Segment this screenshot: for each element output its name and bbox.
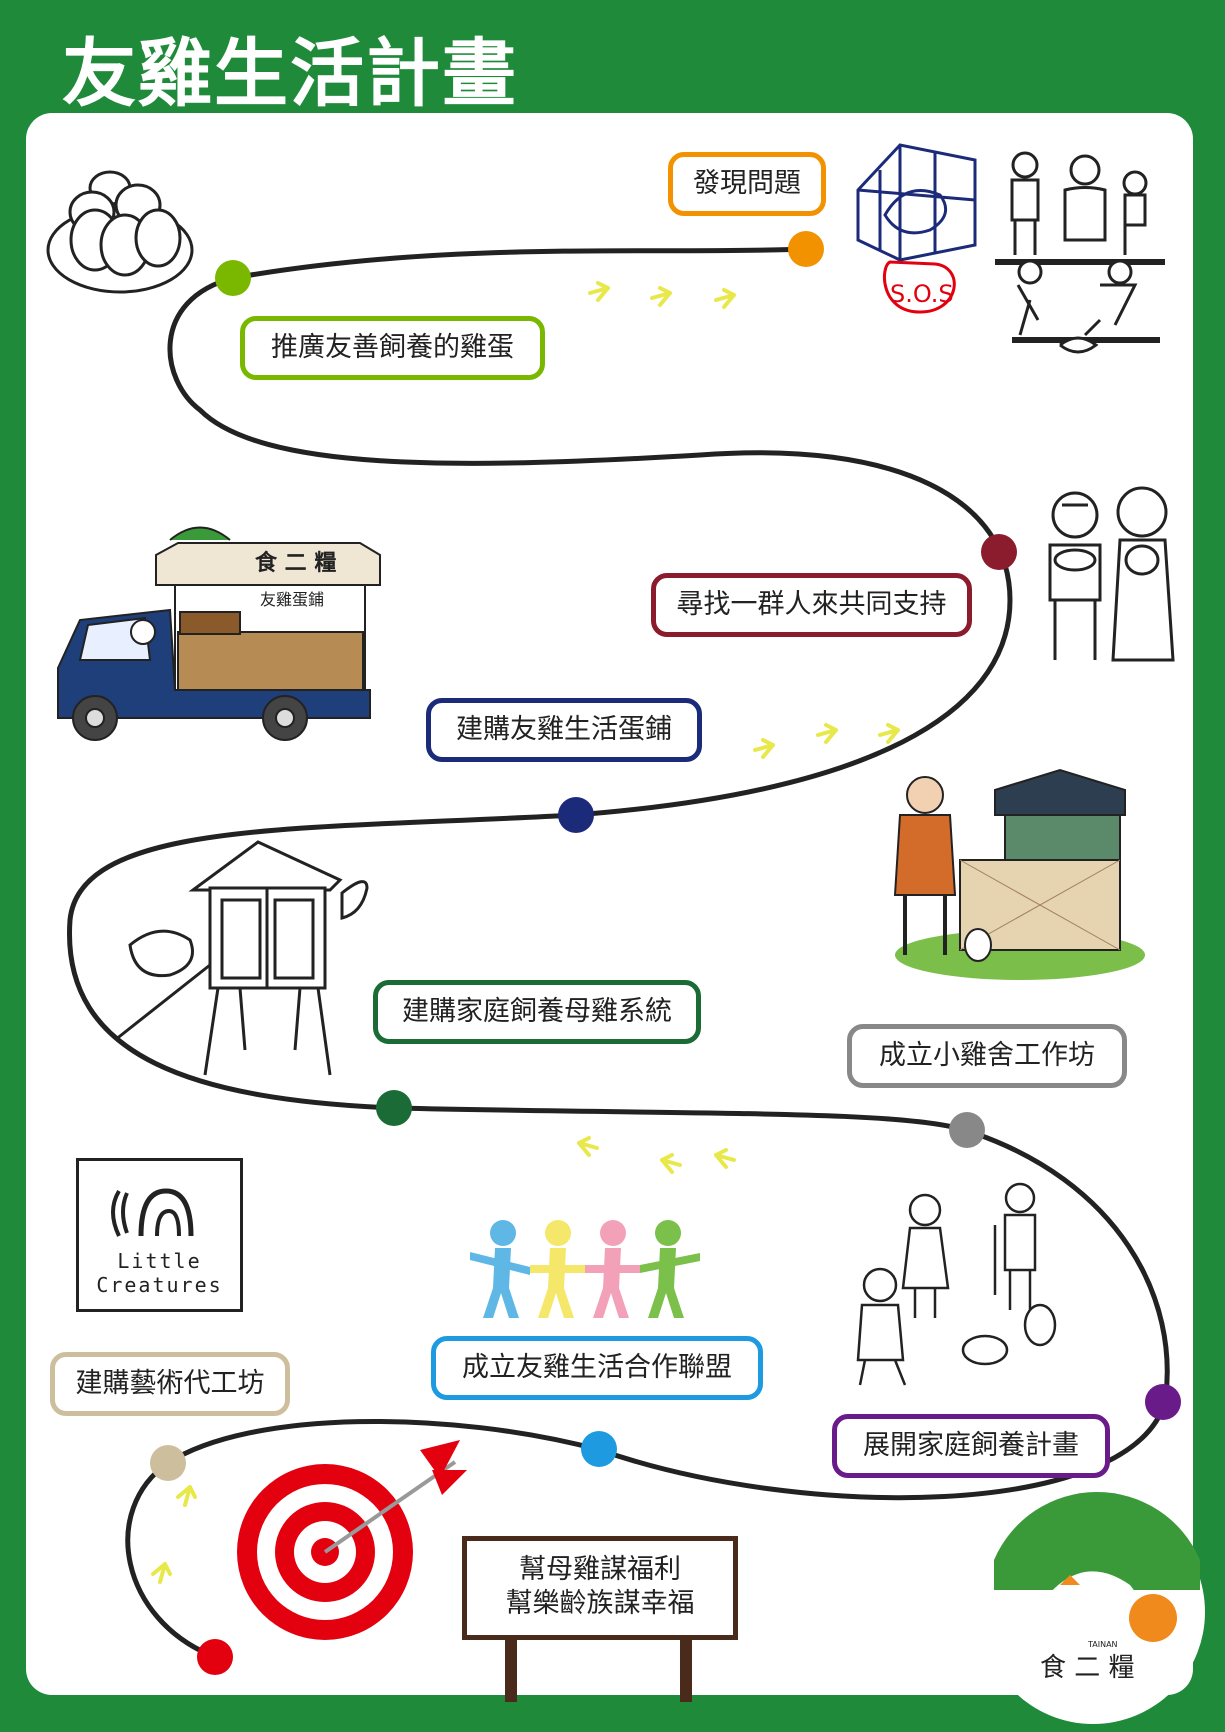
- sos-text: S.O.S: [890, 280, 954, 308]
- stage-label-8: 成立友雞生活合作聯盟: [431, 1336, 763, 1400]
- page-title: 友雞生活計畫: [62, 31, 518, 117]
- caged-chicken-icon: S.O.S: [856, 143, 977, 314]
- sign-post-right: [680, 1640, 692, 1702]
- brand-logo-text: 食 二 糧: [1040, 1653, 1135, 1683]
- target-icon: [237, 1440, 467, 1640]
- goal-line-1: 幫母雞謀福利: [519, 1554, 681, 1585]
- stage-dot-9: [150, 1445, 186, 1481]
- little-creatures-line1: Little: [117, 1249, 202, 1273]
- stage-dot-4: [558, 797, 594, 833]
- stage-dot-5: [949, 1112, 985, 1148]
- egg-nest-icon: [46, 170, 194, 294]
- truck-banner-text: 友雞蛋鋪: [260, 590, 324, 609]
- stage-dot-7: [1145, 1384, 1181, 1420]
- food-truck-icon: 食 二 糧 友雞蛋鋪: [57, 526, 381, 741]
- stage-label-7: 展開家庭飼養計畫: [832, 1414, 1110, 1478]
- stage-label-6: 建購家庭飼養母雞系統: [373, 980, 701, 1044]
- goal-dot: [197, 1639, 233, 1675]
- grandma-coop-icon: [893, 768, 1145, 980]
- sign-post-left: [505, 1640, 517, 1702]
- family-chickens-icon: [856, 1182, 1057, 1386]
- stage-label-5: 成立小雞舍工作坊: [847, 1024, 1127, 1088]
- brand-logo: [981, 1491, 1205, 1724]
- little-creatures-logo: Little Creatures: [76, 1158, 243, 1312]
- stage-dot-2: [215, 260, 251, 296]
- elderly-people-icon: [995, 151, 1165, 354]
- couple-icon: [1048, 486, 1175, 662]
- little-creatures-line2: Creatures: [96, 1273, 223, 1297]
- stage-label-3: 尋找一群人來共同支持: [651, 573, 972, 637]
- stage-label-1: 發現問題: [668, 152, 826, 216]
- stage-label-9: 建購藝術代工坊: [50, 1352, 290, 1416]
- holding-hands-icon: [470, 1220, 700, 1318]
- goal-line-2: 幫樂齡族謀幸福: [505, 1588, 695, 1619]
- chicken-coop-icon: [114, 840, 369, 1076]
- stage-label-2: 推廣友善飼養的雞蛋: [240, 316, 545, 380]
- brand-logo-sub: TAINAN: [1088, 1640, 1118, 1649]
- stage-label-4: 建購友雞生活蛋鋪: [426, 698, 702, 762]
- footprint-icon: [151, 281, 900, 1584]
- roadmap-path: [67, 246, 1170, 1660]
- stage-dot-1: [788, 231, 824, 267]
- stage-dot-6: [376, 1090, 412, 1126]
- goal-sign: 幫母雞謀福利 幫樂齡族謀幸福: [462, 1536, 738, 1640]
- truck-sign-text: 食 二 糧: [255, 550, 336, 576]
- little-creatures-icon: [111, 1188, 194, 1237]
- stage-dot-8: [581, 1431, 617, 1467]
- stage-dot-3: [981, 534, 1017, 570]
